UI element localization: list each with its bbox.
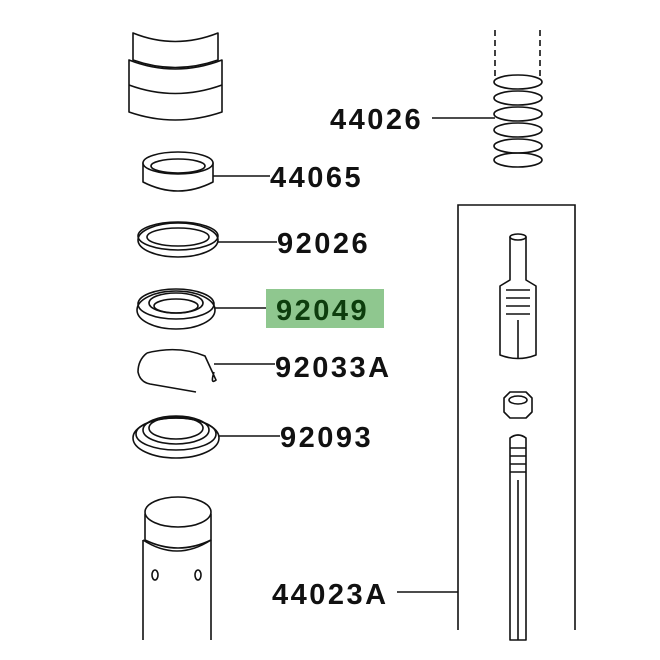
label-92033A[interactable]: 92033A bbox=[275, 352, 392, 384]
circlip-part[interactable] bbox=[137, 348, 275, 393]
highlight-box bbox=[266, 289, 384, 328]
oil-seal-part[interactable] bbox=[136, 288, 267, 330]
cylinder-unit-part[interactable] bbox=[397, 204, 576, 641]
fork-tube-top bbox=[128, 32, 223, 121]
label-92049[interactable]: 92049 bbox=[276, 295, 369, 327]
label-44065[interactable]: 44065 bbox=[270, 162, 363, 194]
inner-fork-tube bbox=[142, 496, 212, 640]
label-44026[interactable]: 44026 bbox=[330, 104, 423, 136]
label-44023A[interactable]: 44023A bbox=[272, 579, 389, 611]
bushing-part[interactable] bbox=[142, 151, 270, 192]
dust-seal-part[interactable] bbox=[132, 415, 280, 459]
washer-part[interactable] bbox=[137, 221, 277, 258]
spring-part[interactable] bbox=[432, 30, 543, 168]
label-92093[interactable]: 92093 bbox=[280, 422, 373, 454]
label-92026[interactable]: 92026 bbox=[277, 228, 370, 260]
